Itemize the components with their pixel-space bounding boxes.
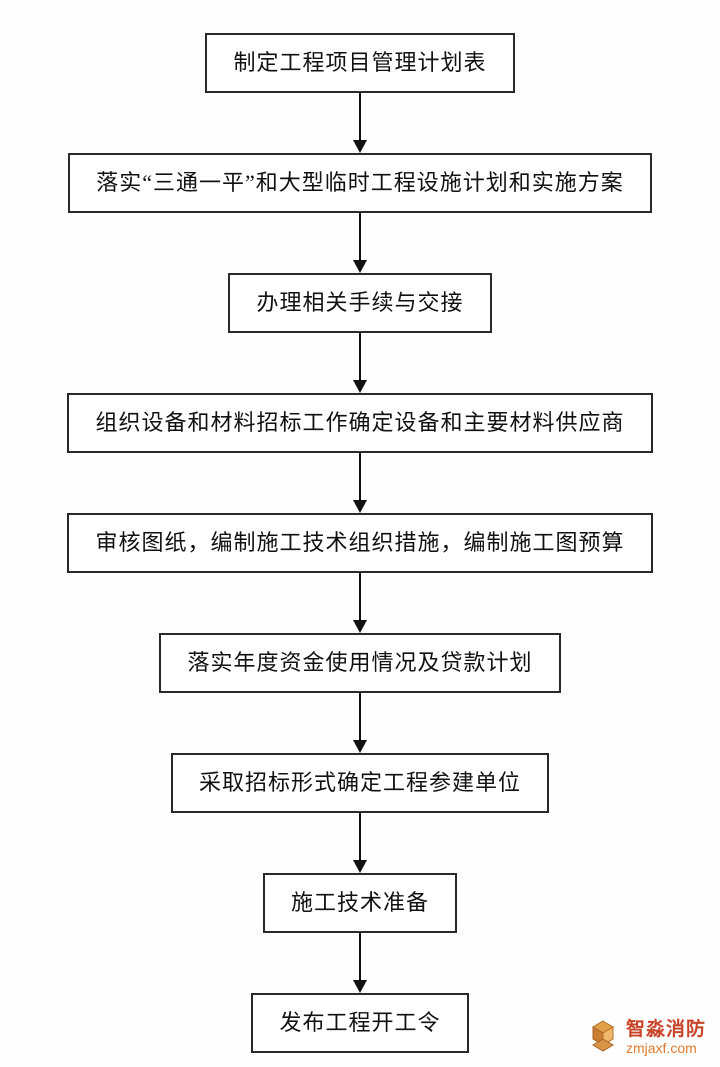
- arrow-down-icon: [353, 933, 367, 993]
- flow-step-label: 办理相关手续与交接: [256, 290, 464, 315]
- flow-step: 办理相关手续与交接: [228, 273, 492, 333]
- flow-step: 审核图纸，编制施工技术组织措施，编制施工图预算: [67, 513, 653, 573]
- flow-step-label: 发布工程开工令: [279, 1010, 441, 1035]
- flowchart: 制定工程项目管理计划表 落实“三通一平”和大型临时工程设施计划和实施方案 办理相…: [0, 33, 720, 1053]
- arrow-down-icon: [353, 693, 367, 753]
- flow-step: 制定工程项目管理计划表: [205, 33, 515, 93]
- arrow-down-icon: [353, 813, 367, 873]
- flow-step: 采取招标形式确定工程参建单位: [170, 753, 549, 813]
- flow-step-label: 施工技术准备: [290, 890, 429, 915]
- flow-step-label: 制定工程项目管理计划表: [233, 50, 487, 75]
- arrow-down-icon: [353, 453, 367, 513]
- flow-step-label: 落实“三通一平”和大型临时工程设施计划和实施方案: [96, 170, 624, 195]
- flow-step: 落实年度资金使用情况及贷款计划: [159, 633, 561, 693]
- watermark-url: zmjaxf.com: [625, 1039, 697, 1056]
- flow-step: 落实“三通一平”和大型临时工程设施计划和实施方案: [68, 153, 652, 213]
- flow-step: 发布工程开工令: [251, 993, 469, 1053]
- arrow-down-icon: [353, 573, 367, 633]
- watermark-logo-icon: [592, 1020, 614, 1052]
- watermark: 智淼消防 zmjaxf.com: [586, 1019, 706, 1057]
- flow-step: 施工技术准备: [262, 873, 457, 933]
- watermark-text: 智淼消防 zmjaxf.com: [625, 1018, 706, 1056]
- arrow-down-icon: [353, 93, 367, 153]
- flow-step-label: 落实年度资金使用情况及贷款计划: [187, 650, 533, 675]
- flow-step: 组织设备和材料招标工作确定设备和主要材料供应商: [67, 393, 653, 453]
- watermark-brand: 智淼消防: [625, 1018, 706, 1040]
- arrow-down-icon: [353, 213, 367, 273]
- arrow-down-icon: [353, 333, 367, 393]
- flow-step-label: 采取招标形式确定工程参建单位: [198, 770, 521, 795]
- flow-step-label: 审核图纸，编制施工技术组织措施，编制施工图预算: [95, 530, 625, 555]
- flow-step-label: 组织设备和材料招标工作确定设备和主要材料供应商: [95, 410, 625, 435]
